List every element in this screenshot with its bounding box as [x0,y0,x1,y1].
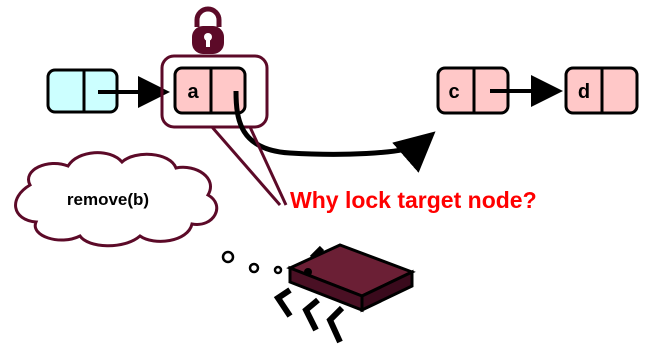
callout-lines [210,126,288,206]
padlock-icon [192,6,224,54]
node-d: d [564,66,639,115]
node-a-label: a [187,81,199,103]
node-c: c [436,66,510,115]
node-a: a [173,66,247,115]
node-d-label: d [578,81,590,103]
node-c-label: c [448,81,459,103]
thought-bubble-icon [14,151,283,275]
lock-outline [160,54,269,129]
arrow-a-to-c [233,90,436,173]
question-text: Why lock target node? [290,187,537,213]
cpu-chip-icon [273,243,416,344]
thought-text: remove(b) [67,190,149,209]
